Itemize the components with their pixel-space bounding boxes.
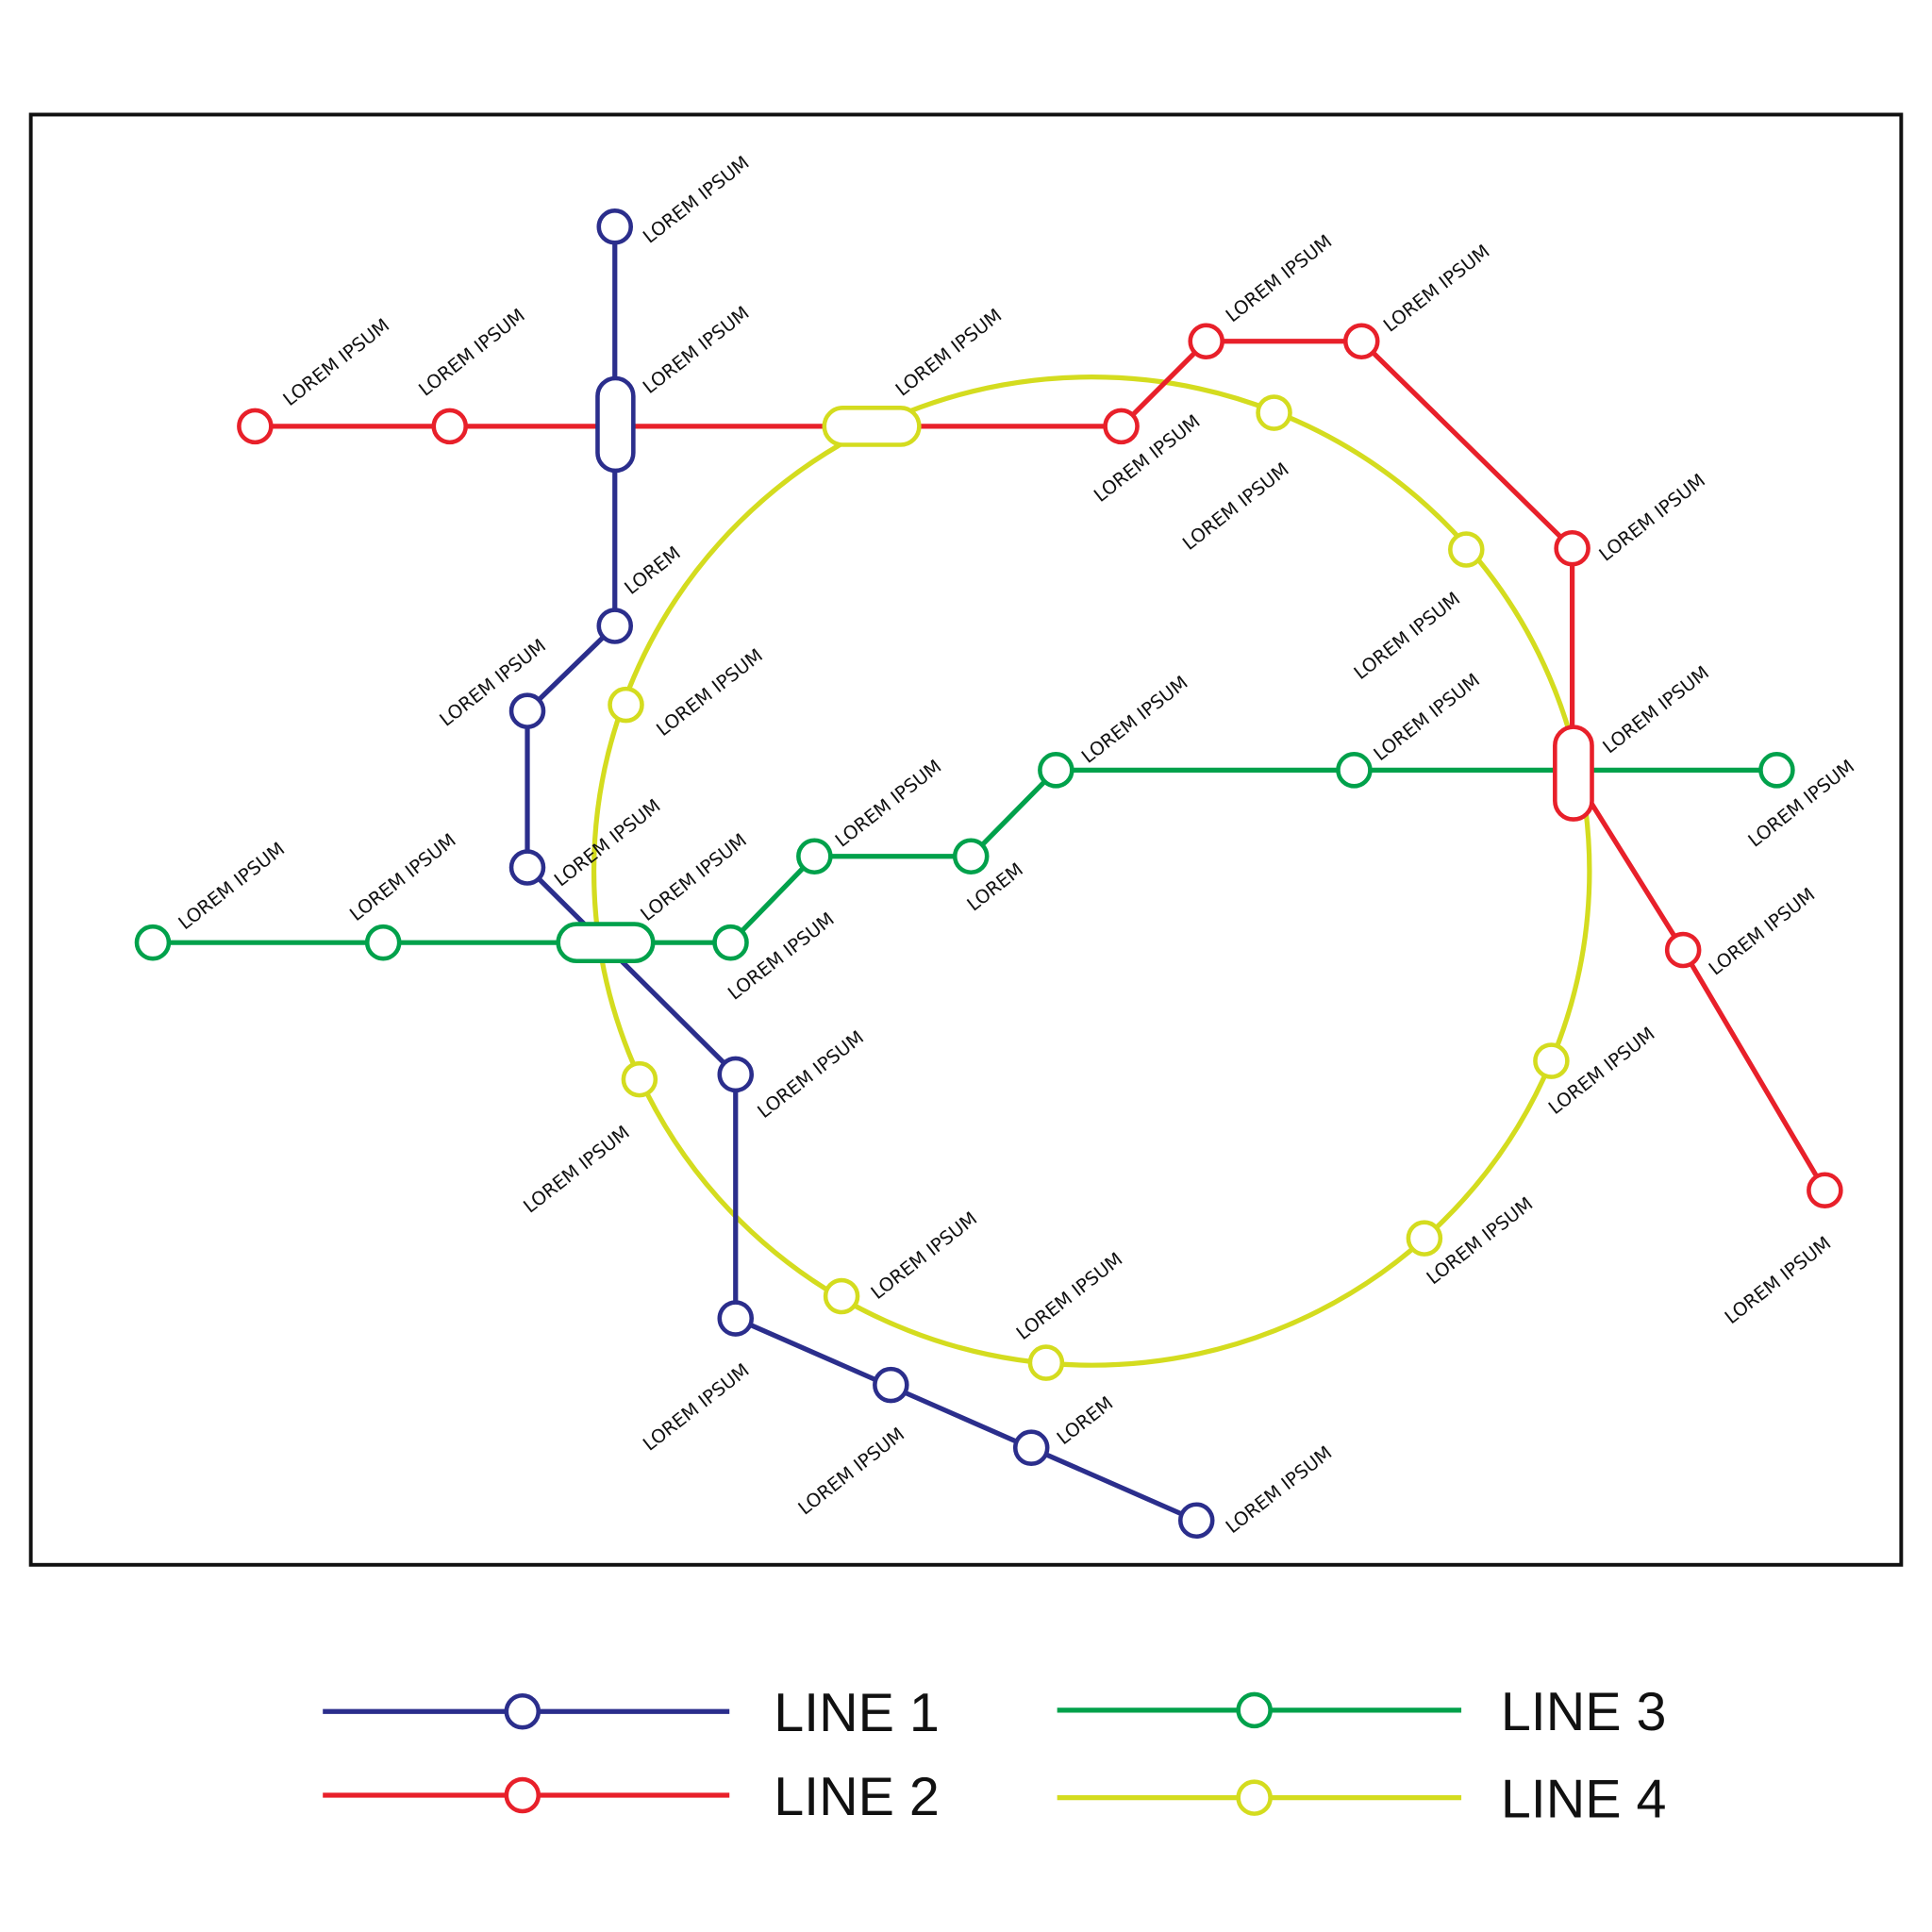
station-marker[interactable]	[1177, 1502, 1215, 1540]
station-label: LOREM IPSUM	[1222, 230, 1336, 326]
station-marker[interactable]	[1758, 752, 1795, 789]
station-marker[interactable]	[621, 1060, 658, 1098]
station-label: LOREM	[621, 542, 685, 599]
station-marker[interactable]	[596, 208, 634, 245]
station-label: LOREM IPSUM	[345, 829, 459, 925]
station-label: LOREM IPSUM	[1178, 458, 1292, 555]
station-marker[interactable]	[1103, 408, 1140, 445]
legend-label: LINE 3	[1501, 1682, 1667, 1742]
station-marker[interactable]	[796, 838, 833, 875]
station-marker[interactable]	[1038, 752, 1074, 789]
station-marker[interactable]	[608, 686, 644, 724]
station-marker[interactable]	[873, 1366, 909, 1404]
station-label: LOREM IPSUM	[639, 1359, 753, 1456]
station-marker[interactable]	[1448, 531, 1485, 568]
legend-label: LINE 2	[774, 1767, 940, 1827]
station-marker[interactable]	[823, 1277, 860, 1315]
map-frame	[28, 112, 1904, 1567]
station-label: LOREM IPSUM	[279, 314, 393, 410]
interchange-station[interactable]	[822, 406, 922, 447]
station-label: LOREM IPSUM	[1350, 588, 1464, 684]
station-marker[interactable]	[508, 692, 546, 729]
station-label: LOREM IPSUM	[1721, 1232, 1835, 1328]
interchange-station[interactable]	[595, 375, 636, 474]
station-marker[interactable]	[1336, 752, 1373, 789]
station-label: LOREM IPSUM	[1012, 1248, 1126, 1344]
station-label: LOREM IPSUM	[754, 1026, 868, 1123]
station-label: LOREM IPSUM	[867, 1208, 981, 1304]
station-label: LOREM IPSUM	[415, 305, 529, 401]
legend-station-icon	[504, 1776, 541, 1814]
station-marker[interactable]	[717, 1056, 755, 1093]
station-label: LOREM IPSUM	[550, 795, 664, 891]
station-marker[interactable]	[952, 838, 990, 875]
station-label: LOREM IPSUM	[175, 838, 289, 934]
station-marker[interactable]	[1256, 394, 1292, 431]
station-marker[interactable]	[1343, 323, 1380, 360]
station-label: LOREM IPSUM	[1595, 470, 1709, 566]
line-4-route	[591, 375, 1592, 1368]
station-marker[interactable]	[596, 608, 634, 644]
legend-station-icon	[1236, 1779, 1273, 1816]
legend-station-icon	[1236, 1691, 1273, 1729]
line-2-route	[255, 339, 1827, 1192]
station-label: LOREM IPSUM	[653, 644, 767, 741]
station-label: LOREM IPSUM	[1077, 672, 1191, 768]
station-marker[interactable]	[431, 408, 468, 445]
station-marker[interactable]	[1012, 1429, 1050, 1466]
station-label: LOREM IPSUM	[1599, 661, 1713, 758]
station-marker[interactable]	[1533, 1042, 1570, 1079]
station-label: LOREM IPSUM	[831, 756, 945, 852]
station-marker[interactable]	[508, 849, 546, 886]
station-marker[interactable]	[364, 924, 402, 961]
station-label: LOREM	[1053, 1392, 1117, 1449]
station-label: LOREM IPSUM	[1379, 241, 1493, 337]
station-marker[interactable]	[1027, 1344, 1065, 1381]
station-marker[interactable]	[1554, 529, 1591, 567]
station-marker[interactable]	[1807, 1172, 1843, 1208]
station-label: LOREM IPSUM	[1222, 1441, 1336, 1538]
interchange-station[interactable]	[1553, 724, 1594, 822]
legend: LINE 1 LINE 2 LINE 3 LINE 4	[323, 1682, 1667, 1830]
station-label: LOREM IPSUM	[1370, 669, 1484, 765]
station-label: LOREM IPSUM	[637, 829, 751, 925]
station-marker[interactable]	[1664, 931, 1702, 969]
interchange-station[interactable]	[556, 922, 656, 964]
station-marker[interactable]	[712, 924, 749, 961]
station-label: LOREM IPSUM	[639, 152, 753, 248]
station-label: LOREM IPSUM	[639, 302, 753, 398]
station-label: LOREM IPSUM	[520, 1122, 634, 1218]
station-label: LOREM IPSUM	[1705, 884, 1819, 980]
legend-label: LINE 4	[1501, 1770, 1667, 1830]
legend-station-icon	[504, 1692, 541, 1730]
station-label: LOREM IPSUM	[794, 1424, 908, 1520]
station-marker[interactable]	[1406, 1220, 1443, 1257]
legend-label: LINE 1	[774, 1683, 940, 1743]
station-marker[interactable]	[717, 1300, 755, 1337]
station-marker[interactable]	[1188, 323, 1224, 360]
station-marker[interactable]	[237, 408, 274, 445]
station-marker[interactable]	[134, 924, 172, 961]
